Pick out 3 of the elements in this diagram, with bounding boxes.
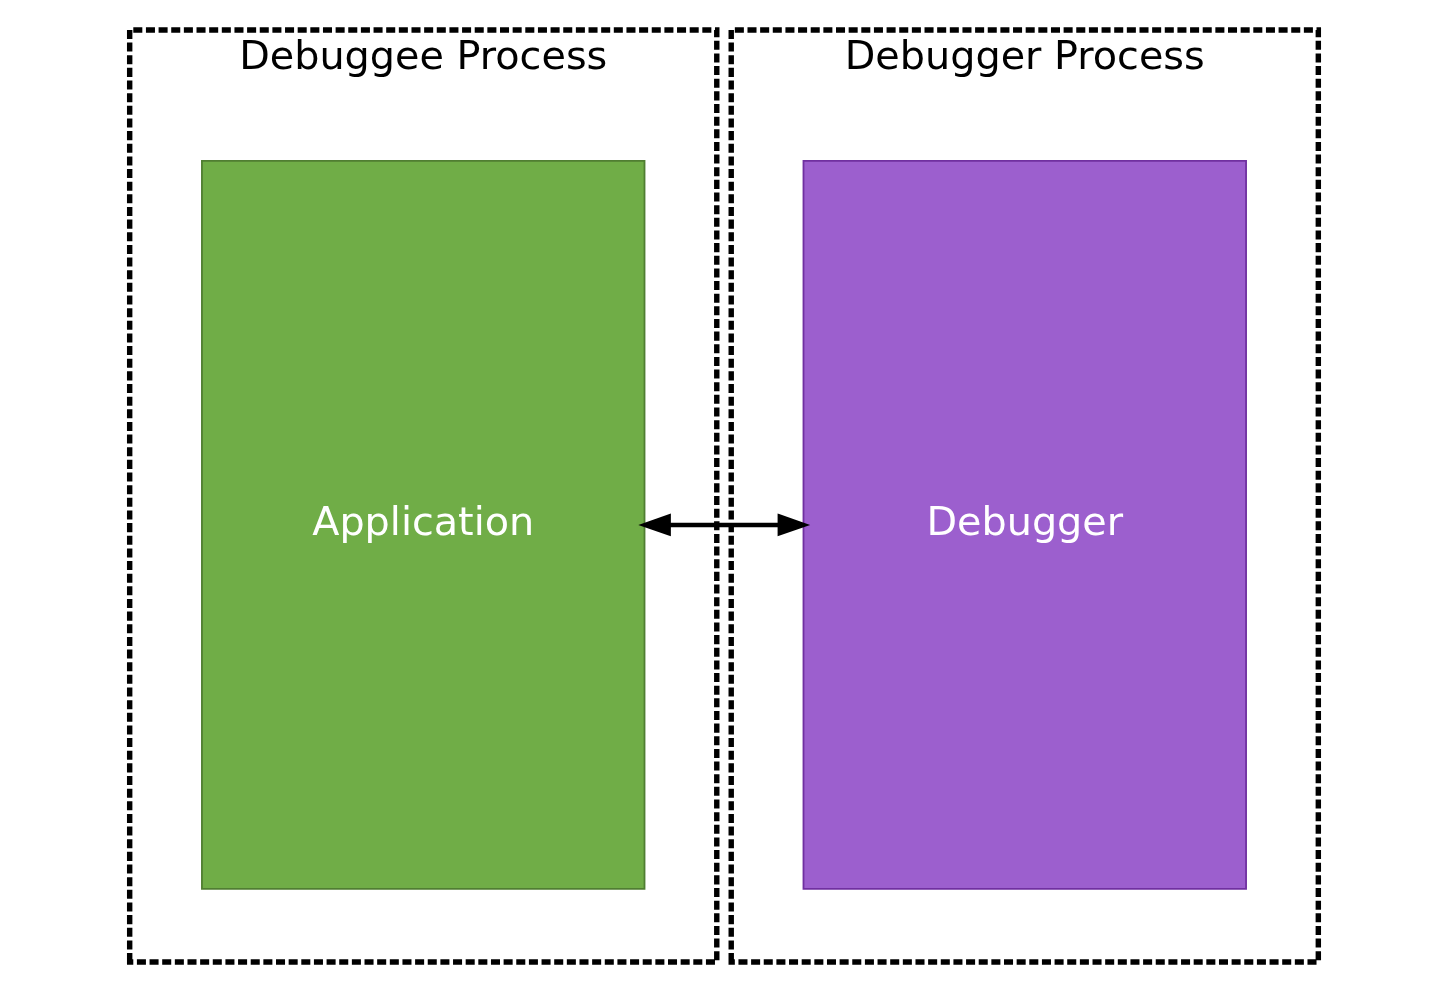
node-box: Debugger [802, 160, 1247, 890]
arrow [638, 513, 811, 537]
node-box: Application [201, 160, 646, 890]
